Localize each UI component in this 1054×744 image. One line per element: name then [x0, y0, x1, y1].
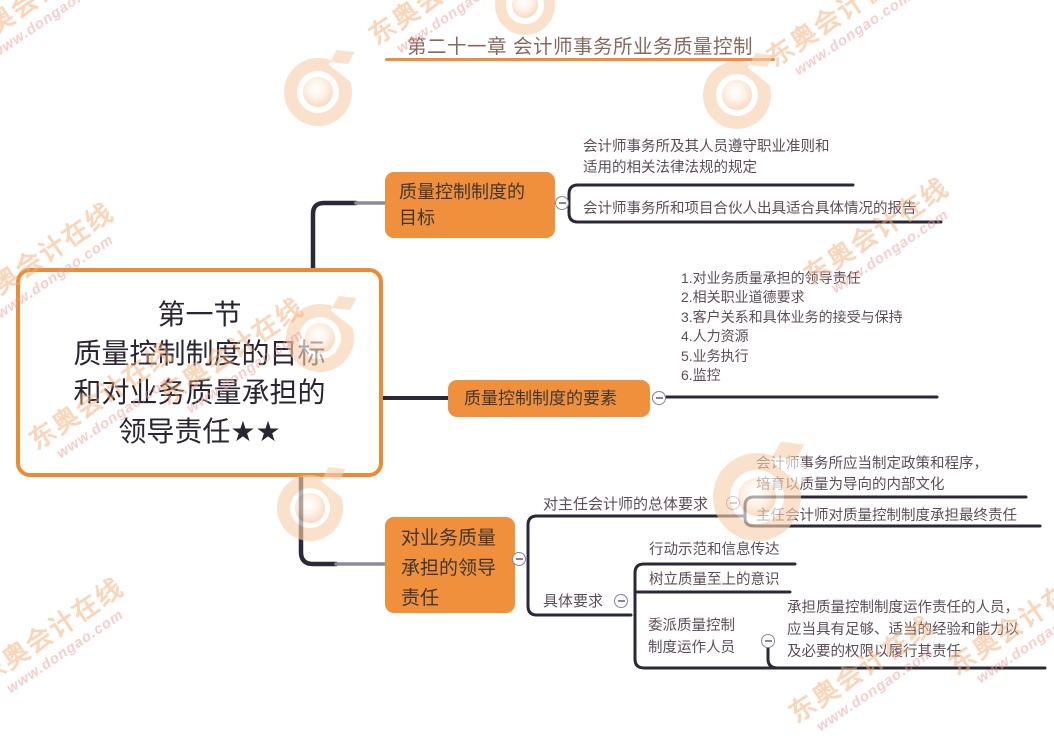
leaf-line: 对主任会计师的总体要求 [543, 496, 709, 513]
elements-list-item: 6.监控 [681, 367, 721, 384]
goal-topic[interactable]: 质量控制制度的 目标 [385, 172, 555, 238]
overall-child-final-responsibility[interactable]: 主任会计师对质量控制制度承担最终责任 [756, 506, 1017, 527]
collapse-toggle-icon[interactable] [555, 196, 569, 210]
bracket-goal-children [567, 183, 943, 224]
collapse-toggle-icon[interactable] [652, 391, 666, 405]
connector-root-to-goal [310, 200, 359, 273]
specific-child-action[interactable]: 行动示范和信息传达 [649, 540, 780, 561]
assign-personnel-detail[interactable]: 承担质量控制制度运作责任的人员， 应当具有足够、适当的经验和能力以 及必要的权限… [787, 597, 1019, 663]
leadership-topic-label: 责任 [401, 588, 440, 609]
bracket-specific-children [633, 562, 1047, 670]
root-topic-line: 和对业务质量承担的 [73, 376, 326, 408]
root-topic-line: 质量控制制度的目标 [73, 337, 326, 369]
connector-assign-to-detail [766, 646, 780, 670]
leaf-line: 树立质量至上的意识 [649, 572, 780, 588]
specific-child-quality-first[interactable]: 树立质量至上的意识 [649, 570, 780, 591]
leaf-line: 应当具有足够、适当的经验和能力以 [787, 622, 1019, 638]
leaf-line: 会计师事务所和项目合伙人出具适合具体情况的报告 [583, 201, 917, 217]
elements-topic[interactable]: 质量控制制度的要素 [448, 380, 650, 417]
collapse-toggle-icon[interactable] [761, 634, 775, 648]
leaf-line: 主任会计师对质量控制制度承担最终责任 [756, 508, 1017, 524]
root-topic-line: 领导责任★★ [118, 415, 281, 447]
specific-requirement-topic[interactable]: 具体要求 [543, 591, 603, 612]
leaf-line: 会计师事务所及其人员遵守职业准则和 [583, 139, 830, 155]
overall-requirement-topic[interactable]: 对主任会计师的总体要求 [543, 494, 708, 515]
leaf-line: 适用的相关法律法规的规定 [583, 160, 757, 176]
elements-list-item: 2.相关职业道德要求 [681, 289, 805, 306]
leadership-topic-label: 承担的领导 [401, 558, 497, 579]
connector-root-to-leadership [298, 473, 339, 567]
collapse-toggle-icon[interactable] [726, 496, 740, 510]
elements-topic-label: 质量控制制度的要素 [464, 389, 617, 408]
leaf-line: 承担质量控制制度运作责任的人员， [787, 600, 1019, 616]
bracket-leadership-children [526, 514, 747, 617]
collapse-toggle-icon[interactable] [614, 594, 628, 608]
title-underline [385, 58, 775, 61]
root-topic-line: 第一节 [157, 298, 242, 330]
goal-child-report[interactable]: 会计师事务所和项目合伙人出具适合具体情况的报告 [583, 199, 917, 220]
leaf-line: 会计师事务所应当制定政策和程序， [756, 456, 988, 472]
goal-topic-label: 目标 [399, 208, 435, 228]
leadership-topic-label: 对业务质量 [401, 528, 497, 549]
elements-list-item: 3.客户关系和具体业务的接受与保持 [681, 308, 903, 325]
root-topic[interactable]: 第一节 质量控制制度的目标 和对业务质量承担的 领导责任★★ [16, 268, 383, 477]
goal-topic-label: 质量控制制度的 [399, 182, 525, 202]
elements-list[interactable]: 1.对业务质量承担的领导责任 2.相关职业道德要求 3.客户关系和具体业务的接受… [681, 269, 903, 385]
collapse-toggle-icon[interactable] [512, 552, 526, 566]
leaf-line: 行动示范和信息传达 [649, 542, 780, 558]
goal-child-compliance[interactable]: 会计师事务所及其人员遵守职业准则和 适用的相关法律法规的规定 [583, 137, 830, 179]
leaf-line: 具体要求 [543, 593, 604, 610]
leaf-line: 培育以质量为导向的内部文化 [756, 477, 945, 493]
specific-child-assign-personnel[interactable]: 委派质量控制 制度运作人员 [648, 615, 735, 659]
leadership-topic[interactable]: 对业务质量 承担的领导 责任 [385, 517, 515, 613]
leaf-line: 及必要的权限以履行其责任 [787, 644, 961, 660]
elements-list-item: 4.人力资源 [681, 328, 749, 345]
elements-list-item: 5.业务执行 [681, 347, 749, 364]
elements-list-item: 1.对业务质量承担的领导责任 [681, 270, 861, 286]
leaf-line: 制度运作人员 [648, 640, 735, 656]
leaf-line: 委派质量控制 [648, 618, 735, 634]
chapter-title: 第二十一章 会计师事务所业务质量控制 [407, 36, 753, 58]
overall-child-policy[interactable]: 会计师事务所应当制定政策和程序， 培育以质量为导向的内部文化 [756, 454, 988, 496]
